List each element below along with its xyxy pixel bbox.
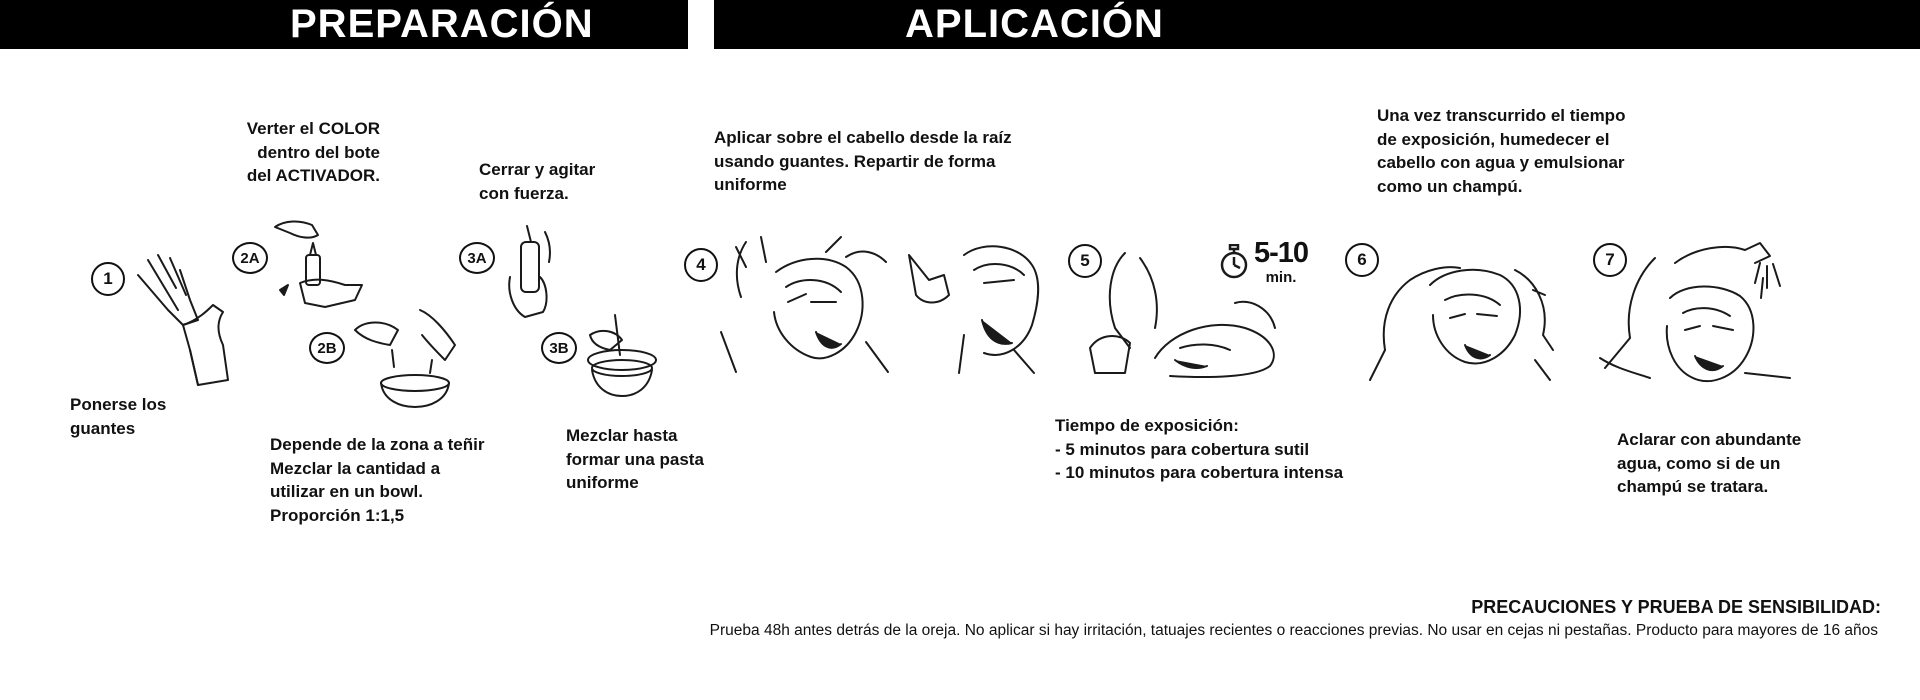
step-2a-text: Verter el COLOR dentro del bote del ACTI… (246, 119, 380, 185)
step-1-text: Ponerse los guantes (70, 395, 167, 438)
shake-bottle-icon (505, 222, 555, 322)
step-4-text: Aplicar sobre el cabello desde la raíz u… (714, 128, 1012, 194)
step-3a-text: Cerrar y agitar con fuerza. (479, 160, 596, 203)
step-2b-number: 2B (309, 332, 345, 364)
step-2a-number: 2A (232, 242, 268, 274)
header-preparacion: PREPARACIÓN (0, 0, 688, 49)
precautions-title: PRECAUCIONES Y PRUEBA DE SENSIBILIDAD: (1471, 597, 1881, 617)
timer-unit: min. (1265, 269, 1297, 286)
step-3b-number: 3B (541, 332, 577, 364)
whisk-bowl-icon (580, 310, 660, 400)
step-4-number: 4 (684, 248, 718, 282)
step-7-text: Aclarar con abundante agua, como si de u… (1617, 430, 1802, 496)
lather-icon (1365, 250, 1560, 385)
precautions-text: Prueba 48h antes detrás de la oreja. No … (709, 622, 1878, 639)
apply-hair-icon (716, 232, 891, 377)
apply-hair-side-icon (904, 235, 1044, 375)
step-7-number: 7 (1593, 243, 1627, 277)
header-aplicacion: APLICACIÓN (714, 0, 1920, 49)
bowl-mix-icon (350, 305, 475, 410)
step-6-number: 6 (1345, 243, 1379, 277)
header-preparacion-title: PREPARACIÓN (290, 2, 594, 46)
header-aplicacion-title: APLICACIÓN (905, 2, 1164, 46)
timer: 5-10 min. (1218, 237, 1309, 286)
step-1-number: 1 (91, 262, 125, 296)
rinse-icon (1595, 238, 1795, 398)
step-3a-number: 3A (459, 242, 495, 274)
step-2b-text: Depende de la zona a teñir Mezclar la ca… (270, 435, 485, 525)
step-5-text: Tiempo de exposición: - 5 minutos para c… (1055, 416, 1344, 482)
step-6-text: Una vez transcurrido el tiempo de exposi… (1377, 106, 1626, 196)
pour-bottle-icon (270, 215, 370, 310)
stopwatch-icon (1220, 244, 1248, 279)
gloves-icon (128, 250, 238, 390)
timer-value: 5-10 (1254, 237, 1309, 269)
wait-icon (1085, 248, 1285, 383)
step-5-number: 5 (1068, 244, 1102, 278)
step-3b-text: Mezclar hasta formar una pasta uniforme (566, 426, 704, 492)
